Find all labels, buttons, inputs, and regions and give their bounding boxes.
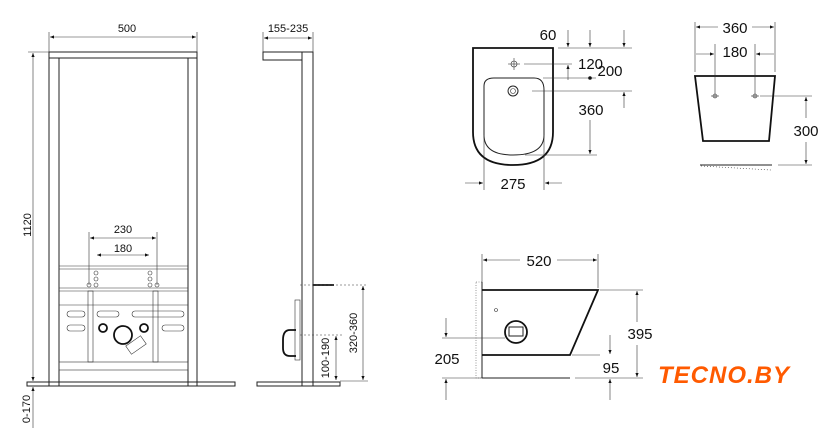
dim-frame-depth: 155-235 (268, 23, 308, 35)
dim-360: 360 (578, 102, 603, 119)
dim-bolt-height: 300 (793, 123, 818, 140)
dim-drain-height: 100-190 (320, 338, 332, 378)
dim-leg-adjust: 0-170 (21, 395, 33, 423)
dim-275: 275 (500, 176, 525, 193)
drain-pipe (113, 325, 133, 345)
dim-inner-spacing: 180 (114, 243, 132, 255)
installation-frame-front: 500 1120 0-170 230 180 (21, 23, 236, 428)
bidet-side-view: 520 395 205 95 (434, 253, 653, 400)
dim-outer-spacing: 230 (114, 224, 132, 236)
dim-back-width: 360 (722, 20, 747, 37)
dim-frame-height: 1120 (22, 213, 34, 237)
dim-length: 520 (526, 253, 551, 270)
dim-120: 120 (578, 56, 603, 73)
dim-200: 200 (597, 63, 622, 80)
dim-height: 395 (627, 326, 652, 343)
dim-bottom-gap: 95 (603, 360, 620, 377)
bidet-back-view: 360 180 300 (693, 20, 819, 171)
dim-bolt-spacing: 180 (722, 44, 747, 61)
mounting-holes (86, 270, 160, 288)
dim-connection-height: 320-360 (348, 313, 360, 353)
dim-frame-width: 500 (118, 23, 136, 35)
brand-logo: TECNO.BY (658, 362, 790, 390)
installation-frame-side: 155-235 320-360 100-190 (256, 23, 368, 387)
bidet-top-view: 60 120 200 360 275 (465, 27, 632, 193)
dim-outlet-height: 205 (434, 351, 459, 368)
logo-text: TECNO.BY (658, 362, 791, 389)
dim-60: 60 (540, 27, 557, 44)
